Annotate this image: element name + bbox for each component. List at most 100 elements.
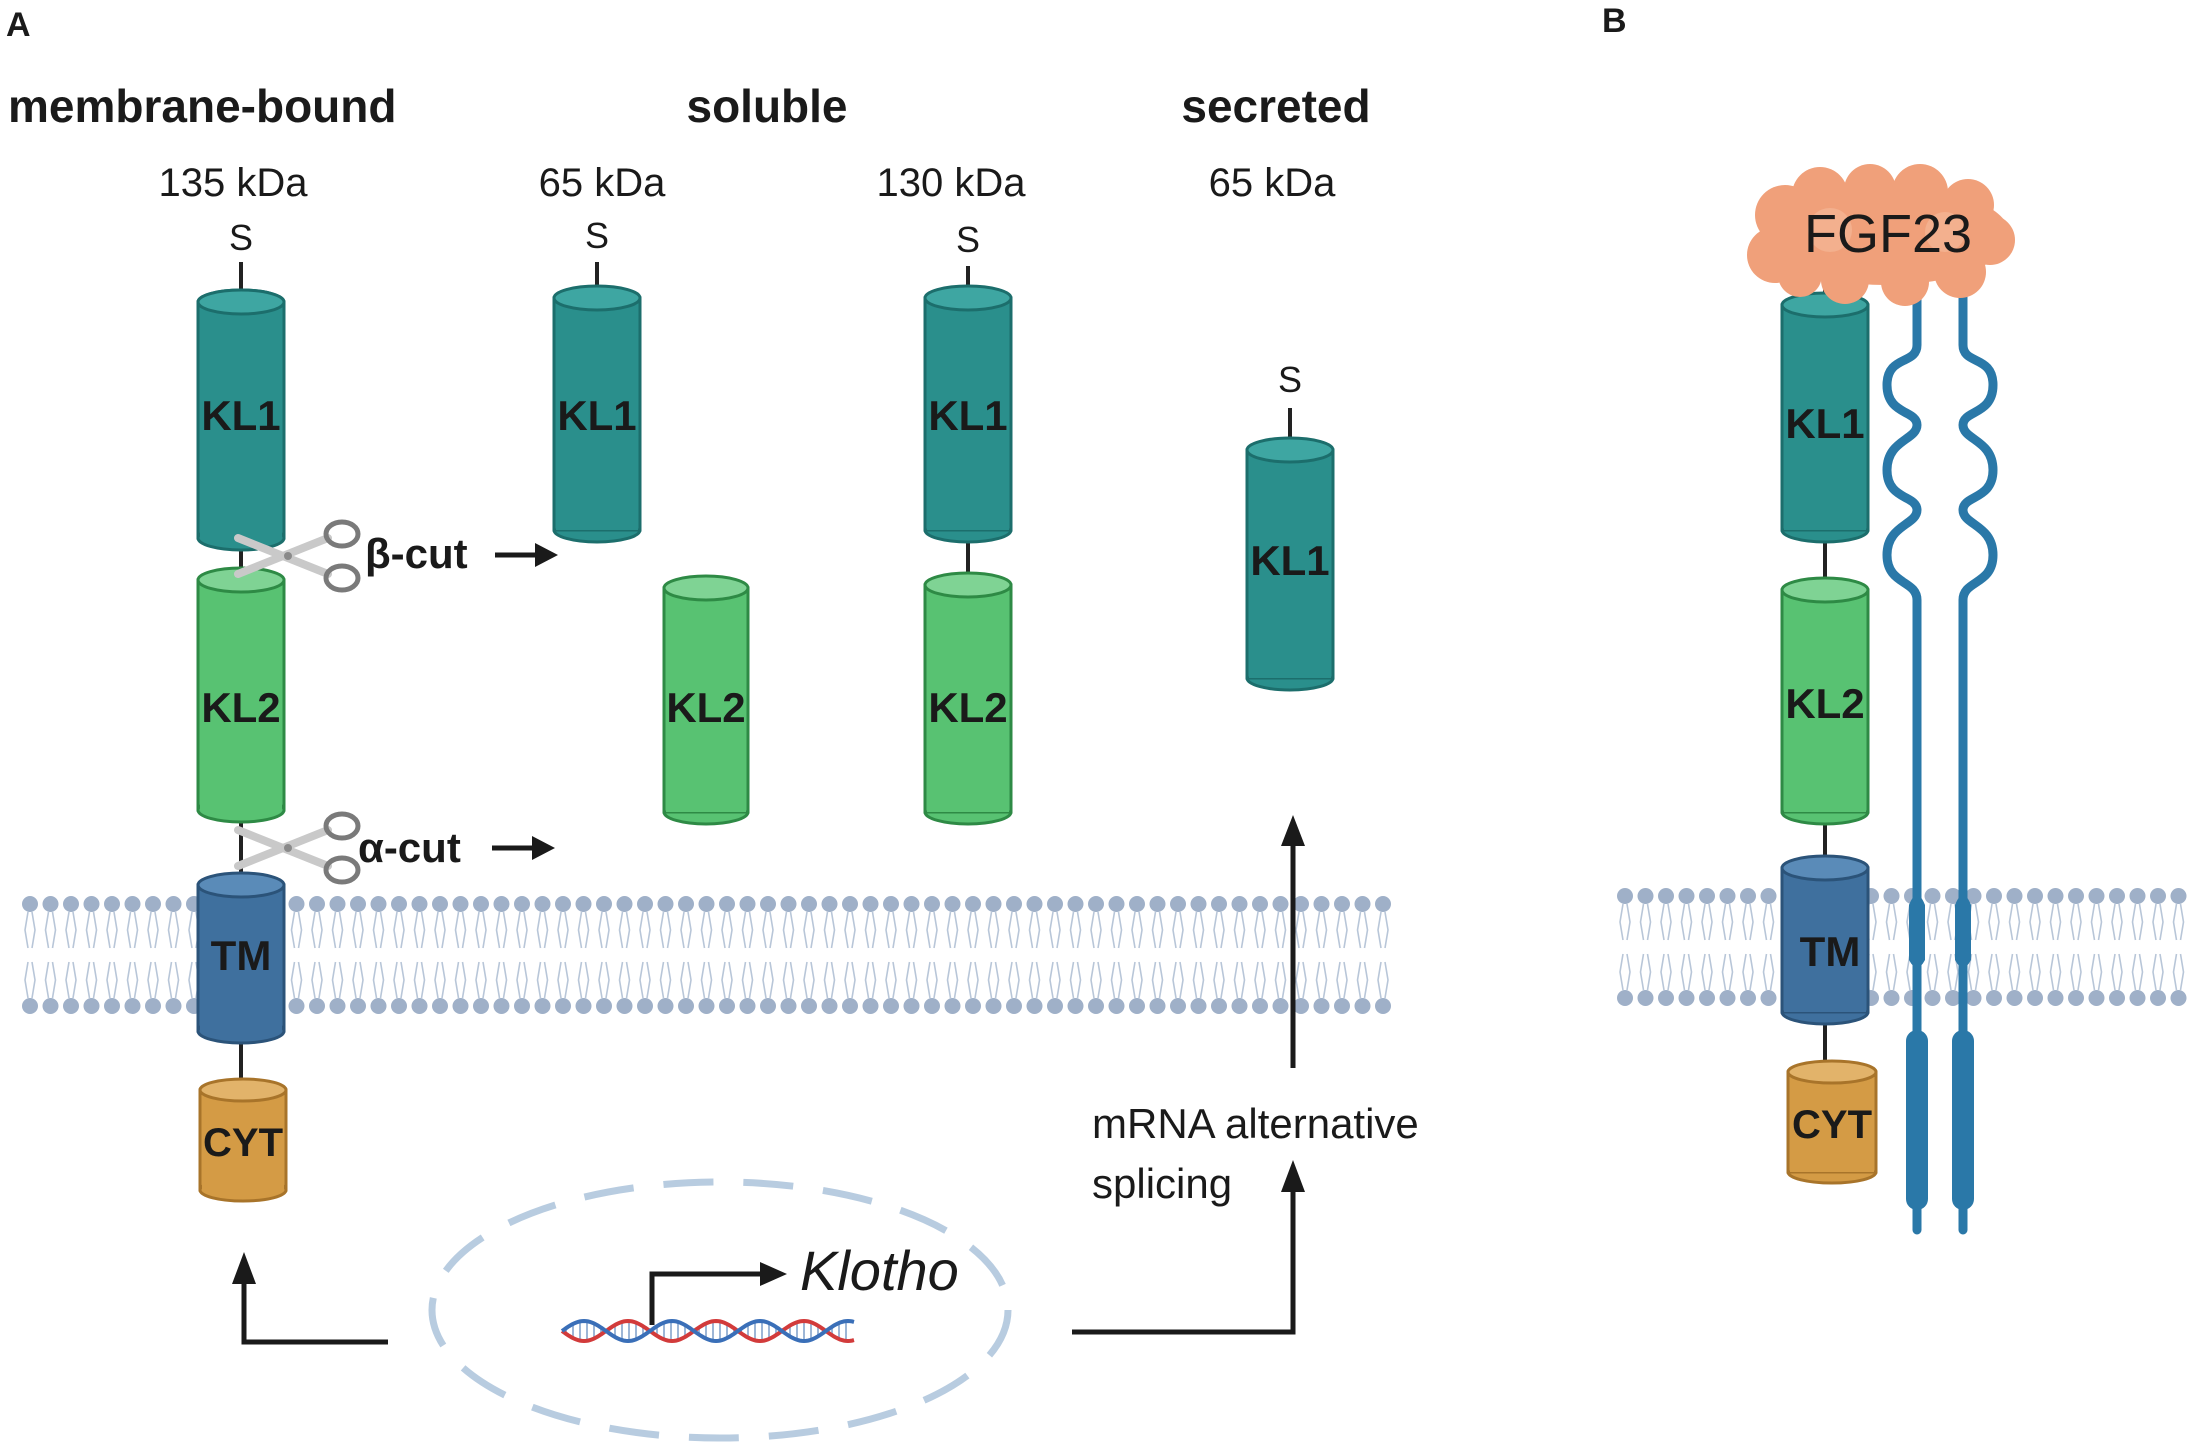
dna-strand <box>560 1318 855 1344</box>
lipid-head <box>144 961 162 1015</box>
lipid-head <box>349 895 367 949</box>
splicing-arrow <box>1072 1160 1305 1335</box>
kl2-domain: KL2 <box>196 566 286 824</box>
lipid-head <box>533 961 552 1015</box>
lipid-head <box>1189 895 1208 949</box>
lipid-head <box>1353 961 1372 1015</box>
membrane-bound-klotho: S KL1 KL2 TM <box>196 217 288 1203</box>
lipid-head <box>1189 961 1208 1015</box>
lipid-head <box>984 895 1003 949</box>
sulfur-label: S <box>229 217 253 258</box>
lipid-head <box>349 961 367 1015</box>
lipid-head <box>1271 895 1290 949</box>
lipid-head <box>820 895 839 949</box>
lipid-head <box>1066 895 1085 949</box>
lipid-head <box>431 961 449 1015</box>
sulfur-label: S <box>1278 359 1302 400</box>
lipid-head <box>554 895 572 949</box>
sulfur-label: S <box>956 219 980 260</box>
lipid-head <box>1636 887 1655 941</box>
fgf23-ligand <box>1747 164 2015 306</box>
lipid-head <box>2005 887 2024 941</box>
svg-text:KL1: KL1 <box>928 392 1007 439</box>
lipid-head <box>615 895 634 949</box>
lipid-head <box>1616 953 1634 1007</box>
lipid-head <box>2026 887 2044 941</box>
lipid-head <box>595 895 613 949</box>
lipid-head <box>1333 961 1351 1015</box>
weight-secreted: 65 kDa <box>1209 161 1336 205</box>
lipid-head <box>1698 953 1716 1007</box>
svg-text:KL2: KL2 <box>928 684 1007 731</box>
lipid-head <box>902 895 921 949</box>
lipid-head <box>1985 887 2003 941</box>
heading-membrane-bound: membrane-bound <box>8 80 396 132</box>
lipid-head <box>1312 961 1331 1015</box>
lipid-head <box>2128 887 2147 941</box>
lipid-head <box>492 895 511 949</box>
lipid-head <box>1005 895 1023 949</box>
svg-text:KL1: KL1 <box>1785 400 1864 447</box>
svg-text:TM: TM <box>211 932 272 979</box>
lipid-head <box>451 961 470 1015</box>
lipid-head <box>759 895 777 949</box>
membrane-klotho-b: KL1 KL2 TM CYT <box>1780 262 1878 1185</box>
fgf-receptor <box>1882 275 1998 1235</box>
heading-secreted: secreted <box>1181 80 1370 132</box>
fgf23-label: FGF23 <box>1804 204 1972 264</box>
lipid-head <box>554 961 572 1015</box>
lipid-head <box>123 895 142 949</box>
lipid-head <box>82 895 101 949</box>
lipid-head <box>2067 953 2085 1007</box>
svg-text:CYT: CYT <box>1792 1103 1872 1147</box>
soluble-kl2-fragment: KL2 <box>662 574 750 826</box>
lipid-head <box>41 961 60 1015</box>
lipid-head <box>308 895 326 949</box>
lipid-head <box>1698 887 1716 941</box>
lipid-head <box>1148 895 1167 949</box>
lipid-head <box>1271 961 1290 1015</box>
lipid-head <box>595 961 613 1015</box>
lipid-head <box>472 961 490 1015</box>
lipid-head <box>1210 895 1228 949</box>
lipid-head <box>328 961 347 1015</box>
weight-soluble-kl1: 65 kDa <box>539 161 666 205</box>
lipid-head <box>861 895 880 949</box>
lipid-head <box>1374 961 1392 1015</box>
lipid-head <box>1128 961 1146 1015</box>
lipid-head <box>1025 961 1044 1015</box>
lipid-head <box>2087 953 2106 1007</box>
alpha-cut-label: α-cut <box>358 824 461 871</box>
fgf-receptor-tm <box>1906 895 1974 1210</box>
lipid-head <box>943 961 962 1015</box>
beta-cut-label: β-cut <box>365 530 468 577</box>
lipid-head <box>1169 961 1187 1015</box>
lipid-head <box>123 961 142 1015</box>
svg-text:KL1: KL1 <box>1250 537 1329 584</box>
lipid-head <box>1718 953 1737 1007</box>
lipid-head <box>369 961 388 1015</box>
lipid-head <box>533 895 552 949</box>
tm-domain: TM <box>196 871 286 1045</box>
lipid-head <box>718 961 736 1015</box>
lipid-head <box>103 961 121 1015</box>
lipid-head <box>759 961 777 1015</box>
lipid-head <box>62 961 80 1015</box>
lipid-head <box>882 895 900 949</box>
lipid-head <box>779 961 798 1015</box>
lipid-head <box>2149 953 2167 1007</box>
kl1-domain: KL1 <box>1780 291 1870 544</box>
tm-domain: TM <box>1780 854 1870 1026</box>
mrna-label-line2: splicing <box>1092 1160 1232 1207</box>
lipid-head <box>82 961 101 1015</box>
transcription-arrow <box>649 1262 787 1325</box>
lipid-head <box>882 961 900 1015</box>
lipid-head <box>1636 953 1655 1007</box>
lipid-head <box>738 961 757 1015</box>
lipid-head <box>164 895 183 949</box>
lipid-head <box>2087 887 2106 941</box>
lipid-head <box>1312 895 1331 949</box>
lipid-head <box>164 961 183 1015</box>
lipid-head <box>1087 895 1105 949</box>
lipid-head <box>1087 961 1105 1015</box>
